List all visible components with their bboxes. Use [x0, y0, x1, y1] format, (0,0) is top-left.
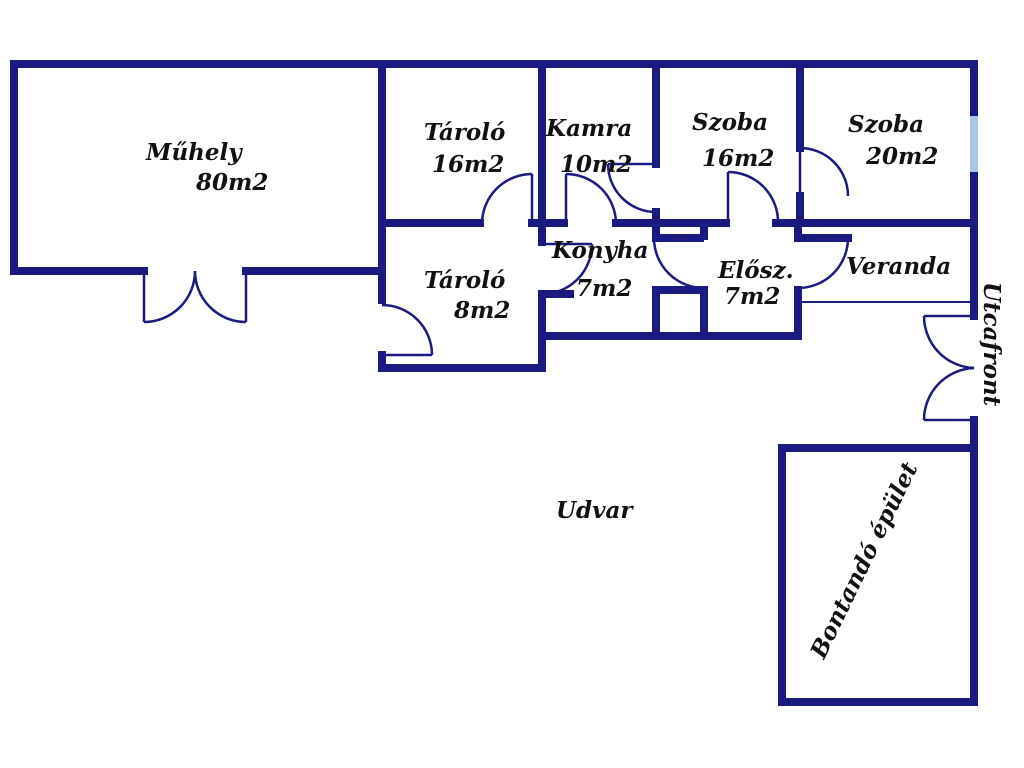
room-szoba2-name: Szoba [848, 111, 924, 138]
room-konyha-area: 7m2 [576, 275, 632, 302]
door-elosz-veranda [797, 236, 850, 290]
door-szoba-16 [606, 162, 657, 214]
door-tarolo-small [381, 303, 434, 357]
labels: Műhely 80m2 Tároló 16m2 Kamra 10m2 Szoba… [145, 109, 1005, 664]
room-szoba1-name: Szoba [692, 109, 768, 136]
doors [142, 146, 975, 422]
room-elosz-area: 7m2 [724, 283, 780, 310]
room-szoba2-area: 20m2 [865, 143, 938, 170]
door-szoba-20 [798, 146, 850, 197]
room-muhely-area: 80m2 [195, 169, 268, 196]
window-szoba-east [970, 112, 978, 176]
room-kamra-name: Kamra [545, 115, 632, 142]
door-konyha [541, 242, 594, 296]
room-tarolo2-name: Tároló [424, 267, 505, 294]
room-veranda-name: Veranda [846, 253, 951, 280]
door-muhely [142, 270, 248, 324]
room-elosz-name: Elősz. [717, 257, 794, 284]
label-udvar: Udvar [556, 497, 634, 524]
door-street-gate [922, 314, 975, 422]
room-kamra-area: 10m2 [560, 151, 632, 178]
label-bontando: Bontandó épület [805, 458, 924, 664]
room-szoba1-area: 16m2 [702, 145, 774, 172]
walls [10, 60, 978, 706]
label-utcafront: Utcafront [978, 282, 1005, 407]
building-bontando [778, 444, 978, 706]
room-konyha-name: Konyha [551, 237, 649, 264]
room-tarolo1-name: Tároló [424, 119, 505, 146]
door-tarolo-16 [480, 172, 534, 224]
door-elosz-konyha [652, 236, 705, 290]
door-elosz-szoba [726, 170, 780, 224]
room-tarolo1-area: 16m2 [432, 151, 504, 178]
room-muhely-name: Műhely [145, 139, 243, 166]
room-tarolo2-area: 8m2 [453, 297, 510, 324]
door-kamra [564, 172, 618, 224]
